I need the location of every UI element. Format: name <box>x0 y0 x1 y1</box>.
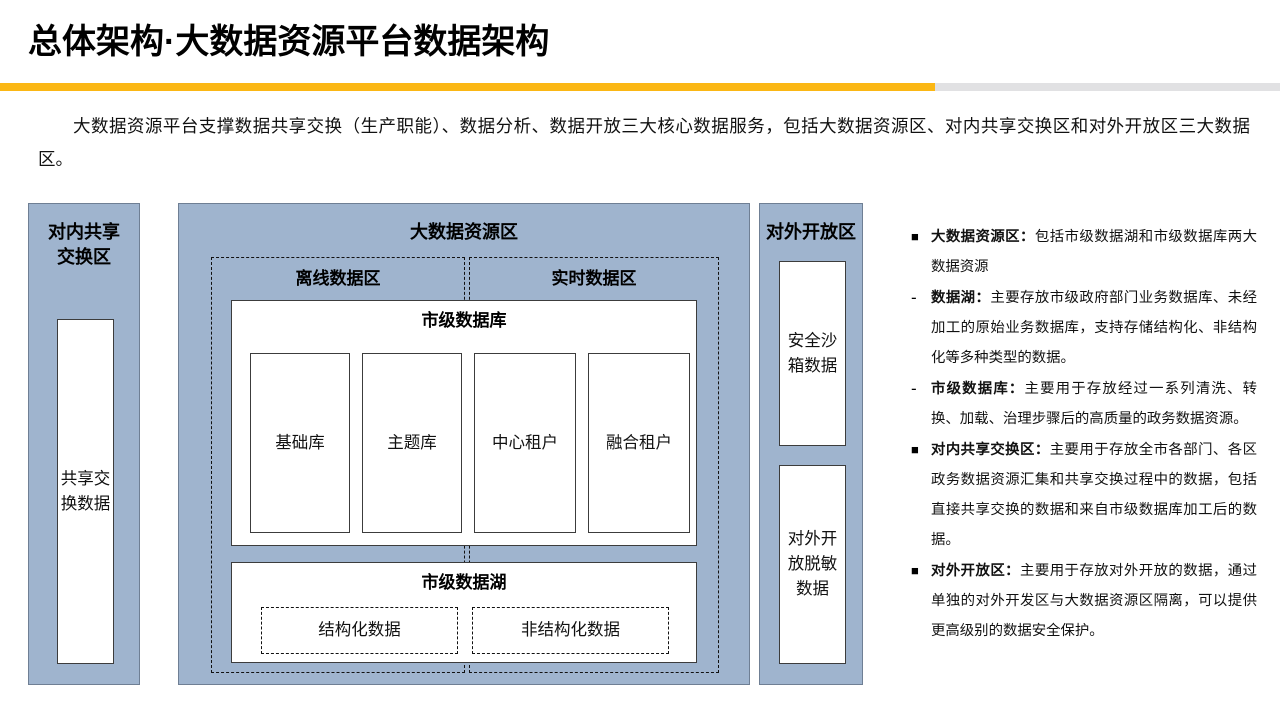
zone-offline-data-label: 离线数据区 <box>295 269 381 288</box>
note-body-text: 主要用于存放全市各部门、各区政务数据资源汇集和共享交换过程中的数据，包括直接共享… <box>931 442 1257 548</box>
list-item: - 市级数据库：主要用于存放经过一系列清洗、转换、加载、治理步骤后的高质量的政务… <box>905 374 1257 434</box>
note-lead: 市级数据库： <box>931 381 1025 397</box>
list-item: ■ 大数据资源区：包括市级数据湖和市级数据库两大数据资源 <box>905 222 1257 282</box>
box-center-tenant[interactable]: 中心租户 <box>474 353 576 533</box>
note-body-text: 主要用于存放对外开放的数据，通过单独的对外开发区与大数据资源区隔离，可以提供更高… <box>931 563 1257 639</box>
box-desensitized-data-line2: 放脱敏 <box>787 555 838 573</box>
bullet-square-icon: ■ <box>911 229 919 244</box>
box-structured-data[interactable]: 结构化数据 <box>261 607 458 654</box>
note-body-text: 包括市级数据湖和市级数据库两大数据资源 <box>931 229 1257 275</box>
panel-internal-exchange-title-line1: 对内共享 <box>48 222 120 242</box>
note-lead: 大数据资源区： <box>931 229 1035 245</box>
list-item: - 数据湖：主要存放市级政府部门业务数据库、未经加工的原始业务数据库，支持存储结… <box>905 283 1257 373</box>
bullet-square-icon: ■ <box>911 563 919 578</box>
box-shared-exchange-data-line2: 换数据 <box>60 494 111 513</box>
box-shared-exchange-data-line1: 共享交 <box>60 469 111 488</box>
panel-internal-exchange[interactable]: 对内共享 交换区 共享交 换数据 <box>28 203 140 685</box>
bullet-square-icon: ■ <box>911 442 919 457</box>
panel-external-open-title: 对外开放区 <box>766 222 856 242</box>
title-accent-bar <box>0 83 935 91</box>
group-city-datalake-title: 市级数据湖 <box>421 573 507 592</box>
page-title: 总体架构·大数据资源平台数据架构 <box>28 23 550 61</box>
list-item: ■ 对内共享交换区：主要用于存放全市各部门、各区政务数据资源汇集和共享交换过程中… <box>905 435 1257 555</box>
panel-external-open[interactable]: 对外开放区 安全沙 箱数据 对外开 放脱敏 数据 <box>759 203 863 685</box>
box-sandbox-data[interactable]: 安全沙 箱数据 <box>779 261 846 446</box>
box-shared-exchange-data[interactable]: 共享交 换数据 <box>57 319 114 664</box>
note-text: 对内共享交换区：主要用于存放全市各部门、各区政务数据资源汇集和共享交换过程中的数… <box>931 435 1257 555</box>
bullet-dash-icon: - <box>911 288 917 307</box>
panel-bigdata-resource-title: 大数据资源区 <box>410 222 518 242</box>
note-lead: 对内共享交换区： <box>931 442 1050 458</box>
note-text: 市级数据库：主要用于存放经过一系列清洗、转换、加载、治理步骤后的高质量的政务数据… <box>931 374 1257 434</box>
bullet-dash-icon: - <box>911 379 917 398</box>
note-text: 大数据资源区：包括市级数据湖和市级数据库两大数据资源 <box>931 222 1257 282</box>
box-unstructured-data[interactable]: 非结构化数据 <box>472 607 669 654</box>
box-desensitized-data-line3: 数据 <box>796 580 829 598</box>
note-lead: 数据湖： <box>931 290 991 306</box>
note-body-text: 主要存放市级政府部门业务数据库、未经加工的原始业务数据库，支持存储结构化、非结构… <box>931 290 1257 366</box>
note-lead: 对外开放区： <box>931 563 1021 579</box>
panel-internal-exchange-title-line2: 交换区 <box>57 247 111 267</box>
list-item: ■ 对外开放区：主要用于存放对外开放的数据，通过单独的对外开发区与大数据资源区隔… <box>905 556 1257 646</box>
box-desensitized-data-line1: 对外开 <box>787 530 838 548</box>
note-text: 对外开放区：主要用于存放对外开放的数据，通过单独的对外开发区与大数据资源区隔离，… <box>931 556 1257 646</box>
group-city-database-title: 市级数据库 <box>421 311 507 330</box>
notes-list: ■ 大数据资源区：包括市级数据湖和市级数据库两大数据资源 - 数据湖：主要存放市… <box>905 222 1257 647</box>
note-body-text: 主要用于存放经过一系列清洗、转换、加载、治理步骤后的高质量的政务数据资源。 <box>931 381 1257 427</box>
box-fusion-tenant[interactable]: 融合租户 <box>588 353 690 533</box>
box-basic-library[interactable]: 基础库 <box>250 353 350 533</box>
group-city-datalake[interactable]: 市级数据湖 结构化数据 非结构化数据 <box>231 562 697 663</box>
intro-paragraph: 大数据资源平台支撑数据共享交换（生产职能）、数据分析、数据开放三大核心数据服务，… <box>38 116 1250 169</box>
group-city-database[interactable]: 市级数据库 基础库 主题库 中心租户 融合租户 <box>231 300 697 546</box>
panel-bigdata-resource[interactable]: 大数据资源区 离线数据区 实时数据区 市级数据库 基础库 主题库 中心租户 融合… <box>178 203 750 685</box>
note-text: 数据湖：主要存放市级政府部门业务数据库、未经加工的原始业务数据库，支持存储结构化… <box>931 283 1257 373</box>
architecture-diagram: 对内共享 交换区 共享交 换数据 大数据资源区 离线数据区 实时数据区 市级数据… <box>28 203 880 685</box>
box-desensitized-data[interactable]: 对外开 放脱敏 数据 <box>779 465 846 664</box>
box-subject-library[interactable]: 主题库 <box>362 353 462 533</box>
zone-realtime-data-label: 实时数据区 <box>551 269 637 288</box>
panel-internal-exchange-title: 对内共享 交换区 <box>29 220 139 270</box>
box-sandbox-data-line2: 箱数据 <box>787 356 838 375</box>
box-sandbox-data-line1: 安全沙 <box>787 331 838 350</box>
